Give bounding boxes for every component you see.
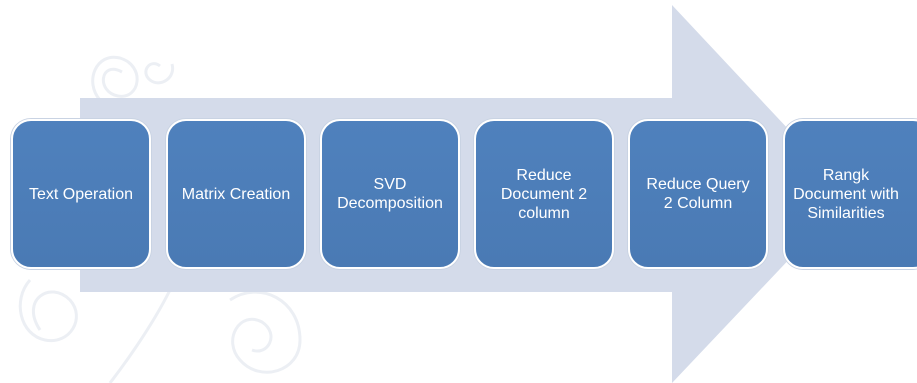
step-label: Matrix Creation [181, 185, 291, 203]
process-step-svd-decomposition: SVD Decomposition [320, 119, 460, 269]
process-arrow-shape [80, 5, 850, 383]
step-label: Text Operation [28, 185, 134, 203]
process-step-text-operation: Text Operation [11, 119, 151, 269]
step-label: Reduce Document 2 column [500, 166, 588, 222]
decorative-swirls [18, 55, 302, 383]
process-step-matrix-creation: Matrix Creation [166, 119, 306, 269]
step-label: Rangk Document with Similarities [793, 166, 899, 222]
step-label: SVD Decomposition [337, 176, 443, 212]
step-label: Reduce Query 2 Column [646, 176, 750, 212]
process-step-rank-documents: Rangk Document with Similarities [783, 119, 917, 269]
process-step-reduce-document: Reduce Document 2 column [474, 119, 614, 269]
process-step-reduce-query: Reduce Query 2 Column [628, 119, 768, 269]
